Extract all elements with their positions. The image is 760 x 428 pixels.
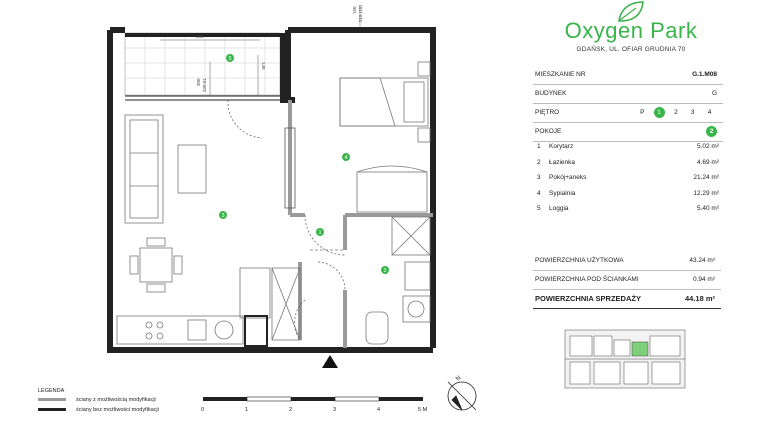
room-name: Pokój+aneks (549, 174, 587, 181)
usable-area-row: POWIERZCHNIA UŻYTKOWA 43.24 m² (533, 252, 721, 271)
room-number: 4 (537, 189, 541, 197)
floor-row: PIĘTRO P 1 2 3 4 (533, 104, 723, 123)
floor-option: 2 (674, 109, 678, 116)
apartment-info: MIESZKANIE NR G.1.M08 BUDYNEK G PIĘTRO P… (533, 66, 723, 142)
scale-tick: 3 (333, 407, 337, 413)
building-value: G (711, 90, 717, 97)
sale-area-label: POWIERZCHNIA SPRZEDAŻY (535, 294, 641, 303)
entrance-arrow (322, 355, 338, 368)
doors (227, 99, 346, 341)
key-plan (564, 329, 686, 389)
rooms-count-badge: 2 (706, 126, 717, 137)
legend-swatch-light (38, 398, 66, 402)
bedroom-wardrobe (356, 171, 428, 213)
room-marker-2: 2 (383, 268, 386, 274)
room-marker-4: 4 (344, 155, 347, 161)
bed (339, 61, 431, 143)
under-walls-area-value: 0.94 m² (692, 276, 715, 283)
room-area: 5.02 m² (696, 143, 719, 150)
sale-area-row: POWIERZCHNIA SPRZEDAŻY 44.18 m² (533, 290, 721, 309)
brand-name: Oxygen Park (564, 18, 698, 43)
floor-selector: P 1 2 3 4 (633, 104, 715, 122)
coffee-table (177, 144, 207, 194)
kitchen-counter (116, 267, 301, 345)
sofa (124, 114, 164, 224)
room-number: 1 (537, 143, 541, 150)
dim-d4: 215 (15) (358, 5, 363, 22)
building-label: BUDYNEK (535, 90, 567, 97)
list-item: 1 Korytarz 5.02 m² (537, 139, 719, 155)
room-marker-1: 1 (318, 230, 321, 236)
room-name: Korytarz (549, 143, 574, 150)
room-number: 3 (537, 174, 541, 181)
apartment-number-label: MIESZKANIE NR (535, 71, 586, 78)
wardrobe (284, 127, 296, 209)
dim-d3: 150 (352, 6, 357, 14)
legend-item-fixed: ściany bez możliwości modyfikacji (38, 407, 159, 413)
room-area: 4.69 m² (696, 158, 719, 166)
floor-option: P (640, 109, 645, 116)
floor-option: 3 (690, 109, 695, 116)
room-area: 12.29 m² (693, 189, 719, 197)
dining-table (129, 237, 183, 293)
under-walls-area-row: POWIERZCHNIA POD ŚCIANKAMI 0.94 m² (533, 271, 721, 290)
loggia-floor (124, 32, 281, 96)
room-name: Loggia (549, 205, 569, 212)
compass (447, 381, 477, 411)
list-item: 4 Sypialnia 12.29 m² (537, 186, 719, 202)
brand-header: Oxygen Park GDAŃSK, UL. OFIAR GRUDNIA 70 (556, 18, 706, 53)
apartment-number-value: G.1.M08 (692, 71, 717, 78)
scale-tick: 1 (245, 407, 249, 413)
dim-d1: 300 (196, 78, 201, 86)
list-item: 3 Pokój+aneks 21.24 m² (537, 170, 719, 186)
bathroom-fixtures (365, 216, 431, 345)
legend-label: ściany z możliwością modyfikacji (76, 397, 156, 403)
floor-option-active: 1 (653, 107, 665, 118)
window (125, 95, 282, 101)
usable-area-label: POWIERZCHNIA UŻYTKOWA (535, 257, 624, 264)
apartment-number-row: MIESZKANIE NR G.1.M08 (533, 66, 723, 85)
leaf-logo (618, 1, 644, 22)
dim-d2: 239.01 (202, 78, 207, 92)
dim-loggia-depth: 148 (261, 62, 266, 70)
building-row: BUDYNEK G (533, 85, 723, 104)
room-marker-5: 5 (228, 56, 231, 62)
room-number: 2 (537, 158, 541, 166)
dimension-lines (160, 5, 361, 95)
sale-area-value: 44.18 m² (684, 294, 715, 303)
room-list: 1 Korytarz 5.02 m² 2 Łazienka 4.69 m² 3 Pokój… (537, 139, 719, 217)
list-item: 2 Łazienka 4.69 m² (537, 155, 719, 171)
interior-walls (288, 100, 433, 348)
floor-label: PIĘTRO (535, 109, 560, 116)
list-item: 5 Loggia 5.40 m² (537, 201, 719, 217)
floor-option: 4 (707, 109, 712, 116)
room-marker-5-bg (226, 54, 234, 62)
room-name: Sypialnia (549, 189, 576, 197)
legend-item-modifiable: ściany z możliwością modyfikacji (38, 397, 156, 403)
area-summary: POWIERZCHNIA UŻYTKOWA 43.24 m² POWIERZCHN… (533, 252, 721, 309)
legend-title: LEGENDA (38, 388, 65, 394)
rooms-count-row: POKOJE 2 (533, 123, 723, 142)
room-area: 5.40 m² (696, 205, 719, 212)
scale-tick: 2 (289, 407, 293, 413)
room-marker-3: 3 (221, 213, 224, 219)
legend-label: ściany bez możliwości modyfikacji (76, 407, 159, 413)
scale-tick: 0 (201, 407, 205, 413)
dim-loggia-width: 365 (196, 34, 204, 39)
under-walls-area-label: POWIERZCHNIA POD ŚCIANKAMI (535, 276, 639, 283)
compass-label: N (455, 375, 462, 382)
legend-swatch-dark (38, 408, 66, 412)
room-name: Łazienka (549, 158, 576, 166)
rooms-count-label: POKOJE (535, 128, 562, 135)
scale-tick: 5 M (418, 407, 428, 413)
room-area: 21.24 m² (693, 174, 719, 181)
scale-bar (203, 396, 423, 402)
brand-address: GDAŃSK, UL. OFIAR GRUDNIA 70 (576, 46, 686, 53)
room-number: 5 (537, 205, 541, 212)
usable-area-value: 43.24 m² (689, 257, 715, 264)
loggia-grid (125, 33, 280, 95)
scale-tick: 4 (377, 407, 381, 413)
